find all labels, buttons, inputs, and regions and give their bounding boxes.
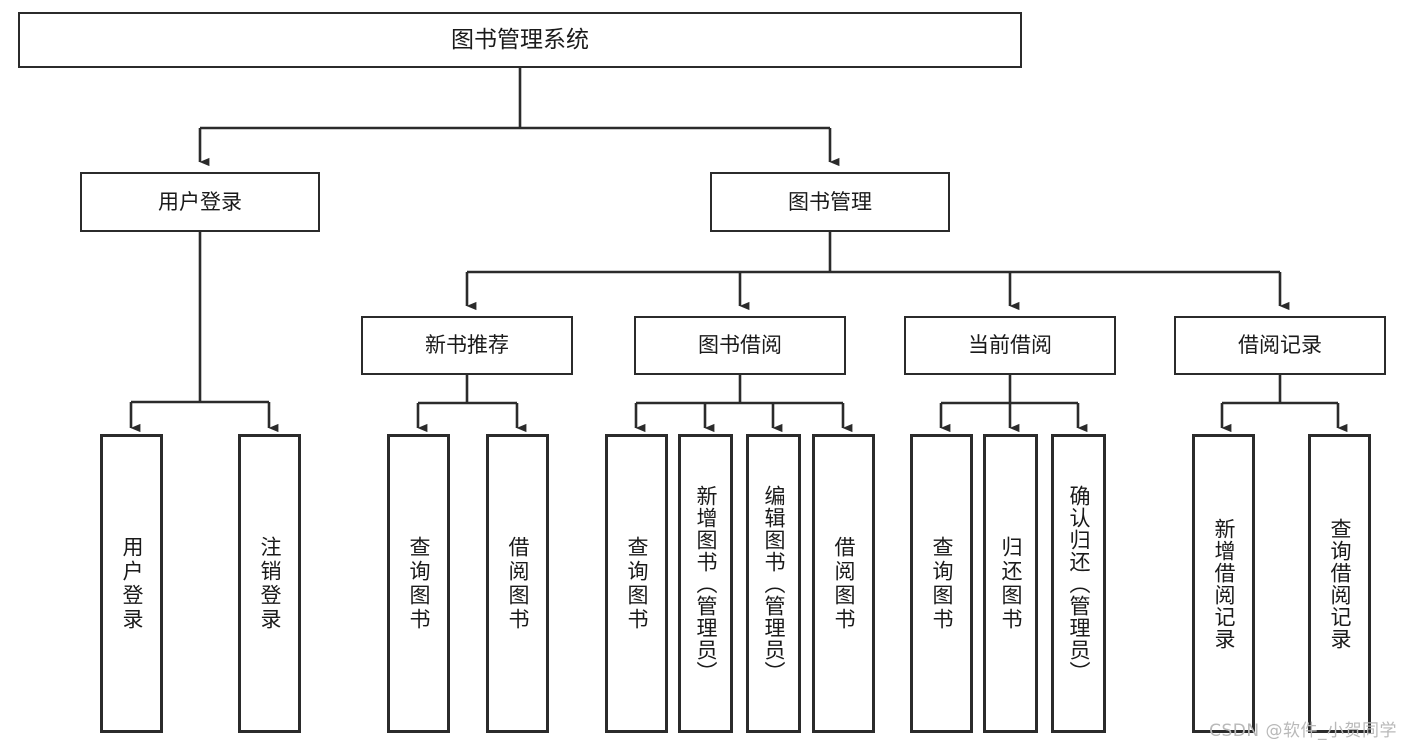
node-label: 图书借阅 xyxy=(698,333,782,358)
node-label: 新增借阅记录 xyxy=(1212,517,1236,650)
node-label: 注销登录 xyxy=(258,535,282,632)
leaf-record-add[interactable]: 新增借阅记录 xyxy=(1192,434,1255,733)
node-label: 编辑图书（管理员） xyxy=(762,484,786,683)
node-current-borrow[interactable]: 当前借阅 xyxy=(904,316,1116,375)
node-label: 图书管理 xyxy=(788,189,872,214)
leaf-current-borrow-confirm[interactable]: 确认归还（管理员） xyxy=(1051,434,1106,733)
node-label: 查询图书 xyxy=(407,535,431,632)
csdn-watermark: CSDN @软件_小贺同学 xyxy=(1209,721,1397,741)
node-label: 归还图书 xyxy=(999,535,1023,632)
node-label: 查询借阅记录 xyxy=(1328,517,1352,650)
node-label: 借阅图书 xyxy=(506,535,530,632)
leaf-book-borrow-lend[interactable]: 借阅图书 xyxy=(812,434,875,733)
leaf-current-borrow-query[interactable]: 查询图书 xyxy=(910,434,973,733)
leaf-book-borrow-query[interactable]: 查询图书 xyxy=(605,434,668,733)
node-label: 查询图书 xyxy=(625,535,649,632)
node-new-book-recommend[interactable]: 新书推荐 xyxy=(361,316,573,375)
node-label: 新增图书（管理员） xyxy=(694,484,718,683)
node-root-system[interactable]: 图书管理系统 xyxy=(18,12,1022,68)
node-label: 确认归还（管理员） xyxy=(1067,484,1091,683)
node-label: 图书管理系统 xyxy=(451,26,589,53)
leaf-record-query[interactable]: 查询借阅记录 xyxy=(1308,434,1371,733)
leaf-new-book-borrow[interactable]: 借阅图书 xyxy=(486,434,549,733)
node-label: 当前借阅 xyxy=(968,333,1052,358)
node-book-management[interactable]: 图书管理 xyxy=(710,172,950,232)
leaf-book-borrow-add[interactable]: 新增图书（管理员） xyxy=(678,434,733,733)
leaf-current-borrow-return[interactable]: 归还图书 xyxy=(983,434,1038,733)
leaf-user-login-signin[interactable]: 用户登录 xyxy=(100,434,163,733)
node-borrow-record[interactable]: 借阅记录 xyxy=(1174,316,1386,375)
leaf-new-book-query[interactable]: 查询图书 xyxy=(387,434,450,733)
node-label: 查询图书 xyxy=(930,535,954,632)
node-label: 借阅记录 xyxy=(1238,333,1322,358)
node-user-login[interactable]: 用户登录 xyxy=(80,172,320,232)
node-label: 借阅图书 xyxy=(832,535,856,632)
node-label: 用户登录 xyxy=(158,189,242,214)
node-book-borrow[interactable]: 图书借阅 xyxy=(634,316,846,375)
leaf-book-borrow-edit[interactable]: 编辑图书（管理员） xyxy=(746,434,801,733)
node-label: 用户登录 xyxy=(120,535,144,632)
node-label: 新书推荐 xyxy=(425,333,509,358)
leaf-user-login-signout[interactable]: 注销登录 xyxy=(238,434,301,733)
